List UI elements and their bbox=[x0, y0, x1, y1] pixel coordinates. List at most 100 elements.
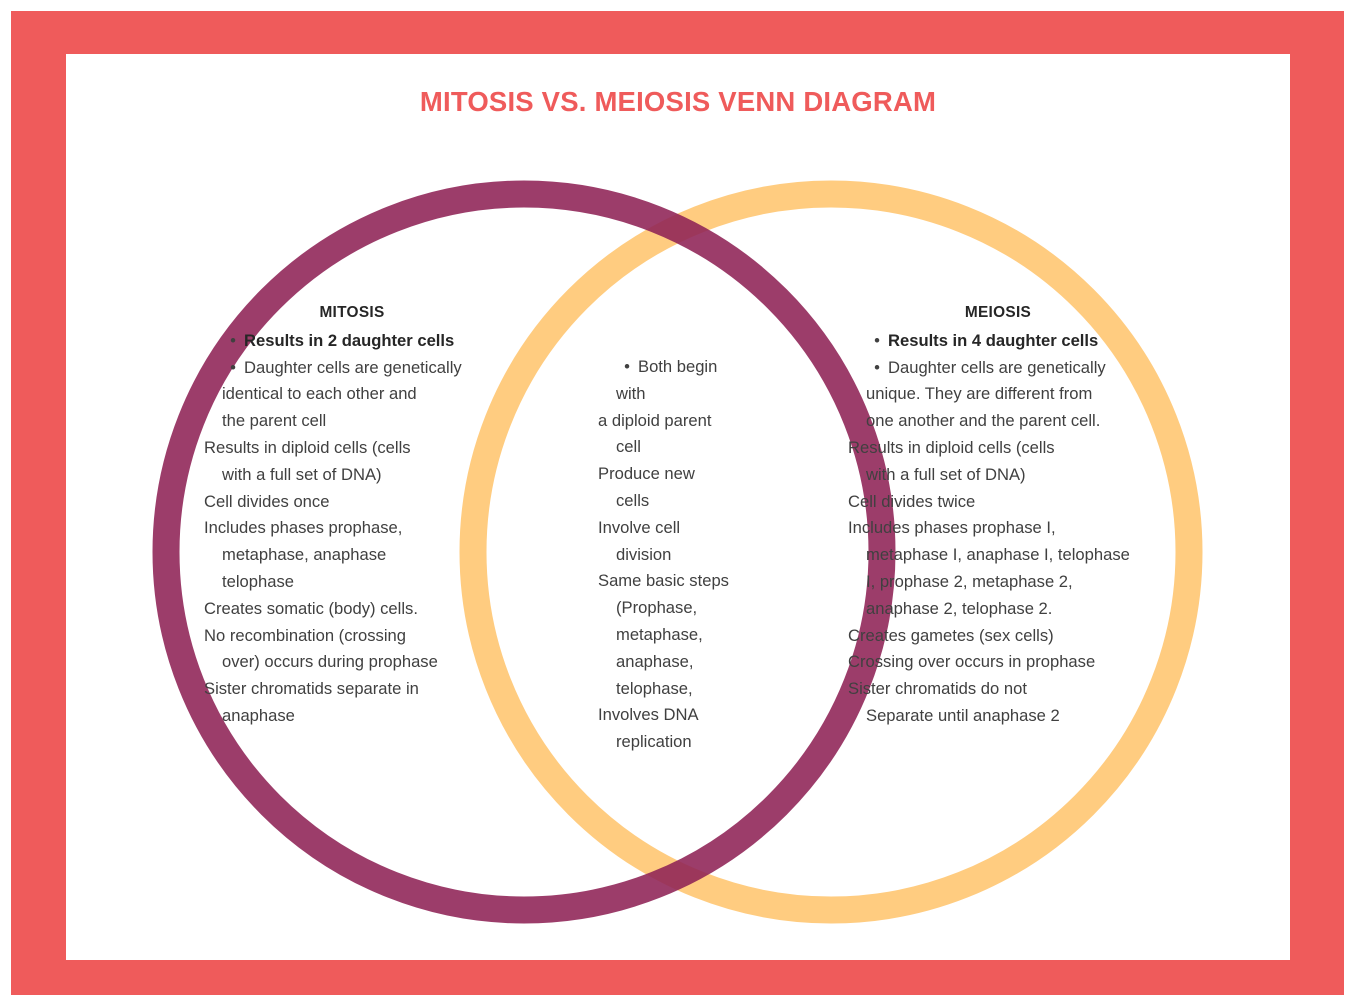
text-line-label: I, prophase 2, metaphase 2, bbox=[866, 571, 1073, 591]
text-line: Same basic steps bbox=[598, 568, 778, 595]
text-line-label: the parent cell bbox=[222, 411, 327, 431]
text-line: the parent cell bbox=[222, 408, 500, 435]
text-line-label: metaphase, anaphase bbox=[222, 545, 387, 565]
text-line: telophase, bbox=[616, 676, 778, 703]
text-line: Produce new bbox=[598, 461, 778, 488]
meiosis-circle-outline bbox=[459, 180, 1203, 924]
text-line-label: Results in diploid cells (cells bbox=[204, 437, 411, 457]
text-line-label: Includes phases prophase, bbox=[204, 518, 403, 538]
text-line: • Results in 2 daughter cells bbox=[222, 328, 500, 355]
text-line: • Daughter cells are genetically bbox=[222, 355, 500, 382]
text-line-label: cell bbox=[616, 437, 641, 457]
text-line: with bbox=[616, 381, 778, 408]
text-line: Includes phases prophase, bbox=[204, 515, 500, 542]
meiosis-heading: MEIOSIS bbox=[964, 304, 1032, 321]
text-line-label: Sister chromatids do not bbox=[848, 679, 1027, 699]
text-line-label: Includes phases prophase I, bbox=[848, 518, 1056, 538]
meiosis-line-list: • Results in 4 daughter cells • Daughter ce… bbox=[848, 328, 1148, 730]
text-line: Cell divides twice bbox=[848, 489, 1148, 516]
text-line: Results in diploid cells (cells bbox=[848, 435, 1148, 462]
mitosis-text-column: MITOSIS •Results in 2 daughter cells•Dau… bbox=[204, 300, 500, 730]
text-line-label: No recombination (crossing bbox=[204, 625, 406, 645]
text-line: • Results in 4 daughter cells bbox=[866, 328, 1148, 355]
text-line: anaphase 2, telophase 2. bbox=[866, 596, 1148, 623]
text-line: anaphase bbox=[222, 703, 500, 730]
text-line: Creates gametes (sex cells) bbox=[848, 623, 1148, 650]
text-line: Involves DNA bbox=[598, 702, 778, 729]
text-line: (Prophase, bbox=[616, 595, 778, 622]
text-line-label: unique. They are different from bbox=[866, 384, 1093, 404]
text-line: Involve cell bbox=[598, 515, 778, 542]
text-line-label: Results in 4 daughter cells bbox=[888, 330, 1099, 350]
text-line: a diploid parent bbox=[598, 408, 778, 435]
bullet-icon: • bbox=[230, 330, 236, 350]
text-line-label: telophase bbox=[222, 571, 294, 591]
text-line-label: anaphase bbox=[222, 705, 295, 725]
text-line: Includes phases prophase I, bbox=[848, 515, 1148, 542]
text-line-label: one another and the parent cell. bbox=[866, 411, 1101, 431]
text-line-label: Produce new bbox=[598, 464, 695, 484]
text-line-label: with a full set of DNA) bbox=[222, 464, 382, 484]
text-line: cell bbox=[616, 434, 778, 461]
text-line-label: Involves DNA bbox=[598, 705, 699, 725]
text-line: Sister chromatids do not bbox=[848, 676, 1148, 703]
text-line: No recombination (crossing bbox=[204, 623, 500, 650]
text-line-label: metaphase I, anaphase I, telophase bbox=[866, 545, 1130, 565]
text-line: metaphase, anaphase bbox=[222, 542, 500, 569]
text-line: replication bbox=[616, 729, 778, 756]
text-line-label: Cell divides twice bbox=[848, 491, 976, 511]
mitosis-line-list: • Results in 2 daughter cells • Daughter ce… bbox=[204, 328, 500, 730]
text-line: Crossing over occurs in prophase bbox=[848, 649, 1148, 676]
text-line: unique. They are different from bbox=[866, 381, 1148, 408]
text-line-label: over) occurs during prophase bbox=[222, 652, 438, 672]
text-line-label: Both begin bbox=[638, 357, 718, 376]
bullet-icon: • bbox=[874, 330, 880, 350]
white-content-card: MITOSIS VS. MEIOSIS VENN DIAGRAM MITOSIS… bbox=[66, 54, 1290, 960]
text-line: Cell divides once bbox=[204, 489, 500, 516]
text-line: cells bbox=[616, 488, 778, 515]
text-line-label: Results in diploid cells (cells bbox=[848, 437, 1055, 457]
text-line-label: Separate until anaphase 2 bbox=[866, 705, 1060, 725]
text-line: over) occurs during prophase bbox=[222, 649, 500, 676]
text-line-label: with bbox=[616, 383, 646, 403]
text-line-label: replication bbox=[616, 732, 692, 752]
venn-circles-graphic bbox=[152, 180, 1203, 924]
text-line: Results in diploid cells (cells bbox=[204, 435, 500, 462]
text-line: metaphase I, anaphase I, telophase bbox=[866, 542, 1148, 569]
text-line-label: identical to each other and bbox=[222, 384, 417, 404]
page-title: MITOSIS VS. MEIOSIS VENN DIAGRAM bbox=[419, 86, 937, 117]
text-line: Sister chromatids separate in bbox=[204, 676, 500, 703]
text-line: anaphase, bbox=[616, 649, 778, 676]
text-line-label: Involve cell bbox=[598, 517, 681, 537]
text-line-label: Creates gametes (sex cells) bbox=[848, 625, 1054, 645]
text-line-label: anaphase 2, telophase 2. bbox=[866, 598, 1053, 618]
text-line: division bbox=[616, 542, 778, 569]
text-line: metaphase, bbox=[616, 622, 778, 649]
text-line-label: Results in 2 daughter cells bbox=[244, 330, 455, 350]
bullet-icon: • bbox=[874, 357, 880, 377]
text-line-label: Crossing over occurs in prophase bbox=[848, 652, 1096, 672]
text-line-label: Daughter cells are genetically bbox=[244, 357, 462, 377]
text-line: telophase bbox=[222, 569, 500, 596]
text-line: with a full set of DNA) bbox=[222, 462, 500, 489]
bullet-icon: • bbox=[230, 357, 236, 377]
bullet-icon: • bbox=[624, 357, 630, 376]
text-line: • Both begin bbox=[616, 354, 778, 381]
text-line-label: telophase, bbox=[616, 678, 693, 698]
text-line-label: a diploid parent bbox=[598, 410, 712, 430]
text-line-label: Cell divides once bbox=[204, 491, 330, 511]
text-line-label: Daughter cells are genetically bbox=[888, 357, 1106, 377]
text-line: one another and the parent cell. bbox=[866, 408, 1148, 435]
text-line-label: Sister chromatids separate in bbox=[204, 679, 419, 699]
text-line: Creates somatic (body) cells. bbox=[204, 596, 500, 623]
text-line-label: (Prophase, bbox=[616, 598, 698, 618]
mitosis-circle-outline bbox=[152, 180, 896, 924]
text-line-label: division bbox=[616, 544, 672, 564]
text-line-label: anaphase, bbox=[616, 651, 694, 671]
text-line-label: with a full set of DNA) bbox=[866, 464, 1026, 484]
text-line-label: metaphase, bbox=[616, 624, 703, 644]
text-line-label: Creates somatic (body) cells. bbox=[204, 598, 418, 618]
meiosis-text-column: MEIOSIS • Results in 4 daughter cells • Dau… bbox=[848, 300, 1148, 730]
